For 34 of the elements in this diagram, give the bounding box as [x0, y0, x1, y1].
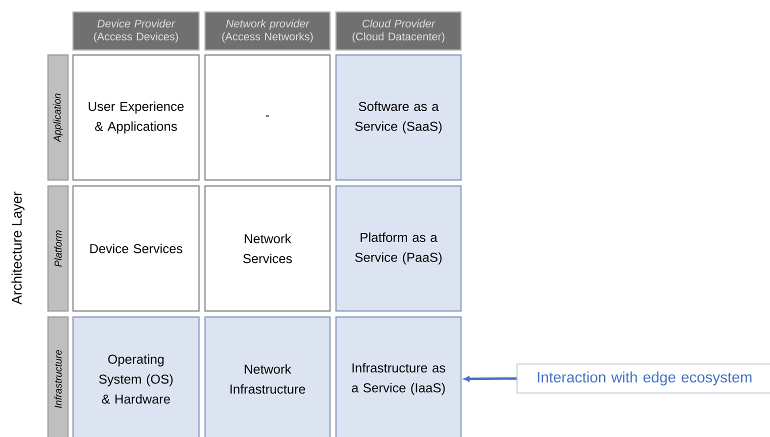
cell-text: Operating System (OS) & Hardware	[99, 354, 173, 404]
header-box	[204, 11, 331, 51]
cell-box	[204, 54, 331, 181]
cell-text: Platform	[54, 230, 62, 267]
header-box	[335, 11, 462, 51]
cell-text: Application	[53, 94, 63, 142]
cell-text: -	[266, 116, 270, 117]
callout-box	[516, 364, 770, 394]
cell-box	[72, 185, 200, 312]
cell-text: Software as a Service (SaaS)	[355, 102, 442, 134]
header-text: Network provider (Access Networks)	[222, 19, 313, 43]
cell-text: Platform as a Service (PaaS)	[355, 232, 442, 264]
cell-text: User Experience & Applications	[88, 102, 184, 134]
cell-box	[72, 54, 200, 181]
cell-text: Device Services	[90, 244, 182, 254]
cell-box	[335, 316, 462, 437]
cell-box	[204, 316, 331, 437]
arrow	[464, 376, 517, 382]
cell-text: Infrastructure as a Service (IaaS)	[352, 363, 446, 395]
cell-text: Network Infrastructure	[230, 364, 306, 394]
cell-text: Infrastructure	[54, 350, 62, 408]
cell-box	[335, 185, 462, 312]
row-label-box	[47, 54, 69, 181]
header-box	[72, 11, 200, 51]
row-label-box	[47, 316, 69, 437]
cell-box	[72, 316, 200, 437]
header-text: Device Provider (Access Devices)	[94, 19, 178, 43]
row-label-box	[47, 185, 69, 312]
cell-text: Network Services	[243, 234, 292, 264]
cell-box	[204, 185, 331, 312]
cell-box	[335, 54, 462, 181]
header-text: Cloud Provider (Cloud Datacenter)	[352, 19, 444, 43]
axis-label: Architecture Layer	[12, 192, 24, 305]
cell-text: Interaction with edge ecosystem	[538, 372, 752, 386]
